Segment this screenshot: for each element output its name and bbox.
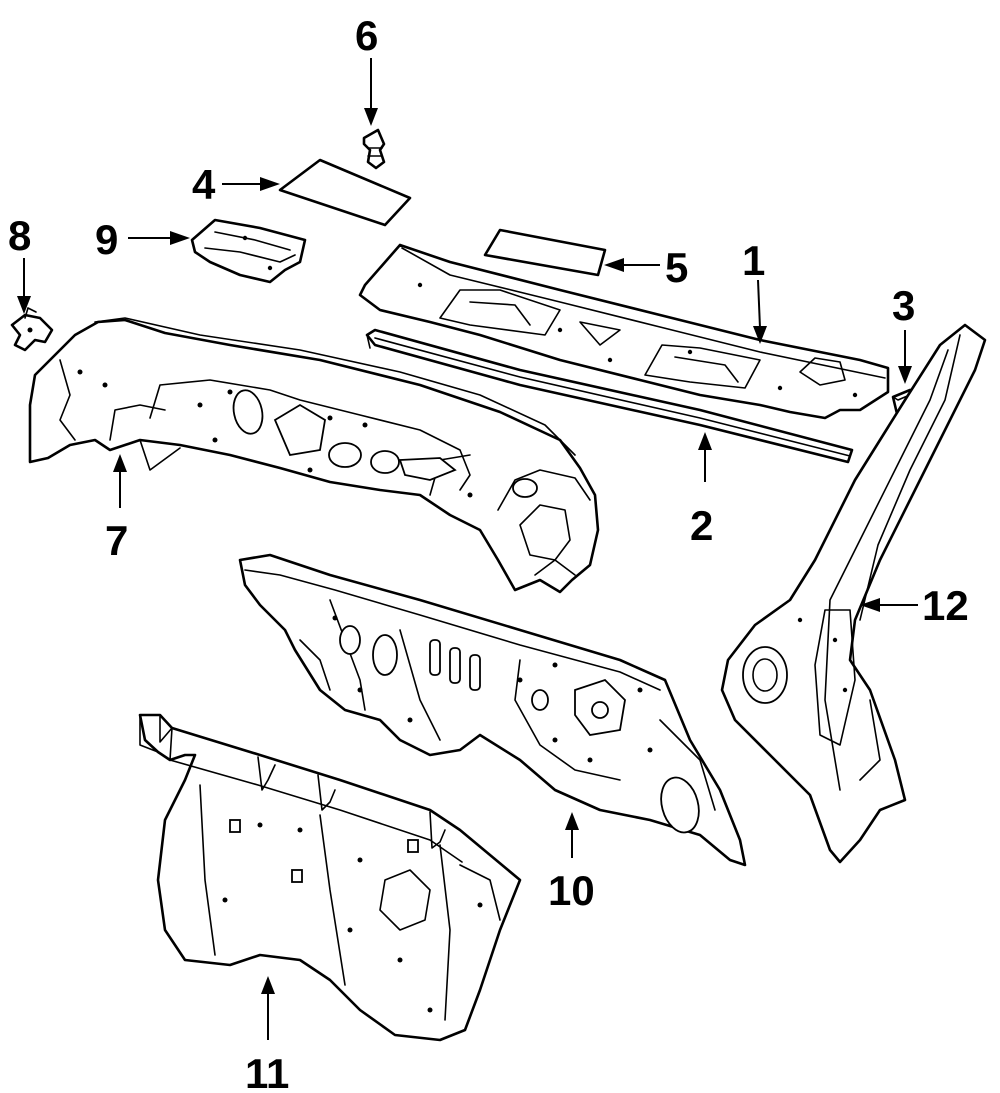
callout-5: 5 <box>665 244 688 291</box>
part-1-cowl-top-panel[interactable] <box>358 243 890 420</box>
part-6-clip[interactable] <box>362 128 386 170</box>
part-11-dash-insulator[interactable] <box>138 713 522 1042</box>
part-2-weatherstrip[interactable] <box>365 328 854 464</box>
part-4-insulator[interactable] <box>278 158 412 227</box>
callout-2: 2 <box>690 502 713 549</box>
callout-4: 4 <box>192 161 216 208</box>
part-7-cowl-panel[interactable] <box>28 317 600 594</box>
callout-9: 9 <box>95 216 118 263</box>
callout-11: 11 <box>245 1050 289 1093</box>
callout-6: 6 <box>355 12 378 59</box>
callout-8: 8 <box>8 212 31 259</box>
part-8-bracket[interactable] <box>10 307 54 352</box>
callout-labels: 1 2 3 4 5 6 7 8 9 10 11 12 <box>8 12 969 1093</box>
part-9-cowl-side-panel[interactable] <box>190 218 307 284</box>
part-5-insulator[interactable] <box>483 228 607 277</box>
callout-12: 12 <box>922 582 969 629</box>
part-12-pillar[interactable] <box>720 323 987 864</box>
callout-1: 1 <box>742 237 765 284</box>
callout-7: 7 <box>105 517 128 564</box>
callout-10: 10 <box>548 867 595 914</box>
leader-lines <box>17 58 918 1040</box>
callout-3: 3 <box>892 282 915 329</box>
part-10-dash-panel[interactable] <box>238 553 747 867</box>
